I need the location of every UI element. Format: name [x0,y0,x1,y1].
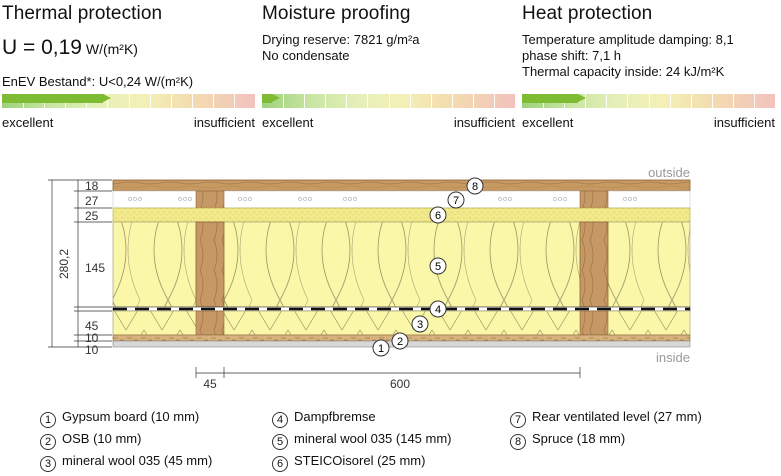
legend-number-4: 4 [272,412,288,428]
heat-scale-tick [670,94,671,108]
heat-scale-tick [606,94,607,108]
thermal-scale-tick [234,94,235,108]
legend-number-8: 8 [510,434,526,450]
u-value-number: U = 0,19 [2,36,82,59]
legend-label-5: mineral wool 035 (145 mm) [294,431,452,446]
moisture-details: Drying reserve: 7821 g/m²a No condensate [262,32,420,64]
legend-label-7: Rear ventilated level (27 mm) [532,409,702,424]
legend-label-1: Gypsum board (10 mm) [62,409,200,424]
legend-item-4: 4 Dampfbremse [272,409,376,428]
thermal-protection-panel: Thermal protection U = 0,19 W/(m²K) EnEV… [2,0,255,140]
moisture-rating-scale [262,94,515,108]
moisture-scale-tick [367,94,368,108]
heat-scale-tick [712,94,713,108]
moisture-rating-arrow [272,94,280,102]
legend-number-3: 3 [40,456,56,472]
legend-item-2: 2 OSB (10 mm) [40,431,141,450]
enev-reference: EnEV Bestand*: U<0,24 W/(m²K) [2,74,194,89]
legend-number-1: 1 [40,412,56,428]
moisture-title: Moisture proofing [262,3,411,24]
moisture-scale-tick [452,94,453,108]
heat-insufficient-label: insufficient [713,115,775,130]
legend-item-8: 8 Spruce (18 mm) [510,431,625,450]
legend-item-3: 3 mineral wool 035 (45 mm) [40,453,212,472]
heat-scale-tick [733,94,734,108]
heat-scale-tick [627,94,628,108]
legend-item-1: 1 Gypsum board (10 mm) [40,409,199,428]
heat-excellent-label: excellent [522,115,574,130]
legend-label-3: mineral wool 035 (45 mm) [62,453,213,468]
moisture-scale-tick [473,94,474,108]
heat-details: Temperature amplitude damping: 8,1 phase… [522,32,734,80]
thermal-scale-tick [171,94,172,108]
heat-scale-tick [649,94,650,108]
heat-rating-arrow [578,94,586,102]
legend-number-6: 6 [272,456,288,472]
legend-number-7: 7 [510,412,526,428]
legend-label-4: Dampfbremse [294,409,376,424]
thermal-excellent-label: excellent [2,115,54,130]
heat-scale-tick [754,94,755,108]
thermal-scale-tick [213,94,214,108]
heat-scale-tick [691,94,692,108]
moisture-scale-tick [494,94,495,108]
moisture-insufficient-label: insufficient [453,115,515,130]
thermal-rating-arrow [103,94,111,102]
moisture-scale-tick [283,94,284,108]
thermal-rating-bar [2,94,103,103]
thermal-insufficient-label: insufficient [193,115,255,130]
thermal-scale-tick [150,94,151,108]
u-value-unit: W/(m²K) [81,41,138,57]
amplitude-damping: Temperature amplitude damping: 8,1 [522,32,734,47]
moisture-scale-tick [431,94,432,108]
legend-label-6: STEICOisorel (25 mm) [294,453,426,468]
legend-item-7: 7 Rear ventilated level (27 mm) [510,409,702,428]
moisture-excellent-label: excellent [262,115,314,130]
phase-shift: phase shift: 7,1 h [522,48,622,63]
heat-rating-bar [522,94,578,103]
moisture-rating-bar [262,94,272,103]
legend-number-2: 2 [40,434,56,450]
legend-label-2: OSB (10 mm) [62,431,142,446]
moisture-scale-tick [389,94,390,108]
heat-rating-scale [522,94,775,108]
moisture-scale-tick [304,94,305,108]
condensate-status: No condensate [262,48,350,63]
moisture-proofing-panel: Moisture proofing Drying reserve: 7821 g… [262,0,515,140]
moisture-scale-tick [325,94,326,108]
moisture-scale-tick [410,94,411,108]
thermal-scale-tick [129,94,130,108]
legend-number-5: 5 [272,434,288,450]
heat-title: Heat protection [522,3,653,24]
drying-reserve: Drying reserve: 7821 g/m²a [262,32,420,47]
legend-item-6: 6 STEICOisorel (25 mm) [272,453,425,472]
legend-label-8: Spruce (18 mm) [532,431,626,446]
heat-protection-panel: Heat protection Temperature amplitude da… [522,0,775,140]
legend-item-5: 5 mineral wool 035 (145 mm) [272,431,452,450]
thermal-scale-tick [192,94,193,108]
thermal-rating-scale [2,94,255,108]
u-value: U = 0,19 W/(m²K) [2,36,138,60]
thermal-capacity: Thermal capacity inside: 24 kJ/m²K [522,64,725,79]
thermal-title: Thermal protection [2,3,163,24]
moisture-scale-tick [346,94,347,108]
